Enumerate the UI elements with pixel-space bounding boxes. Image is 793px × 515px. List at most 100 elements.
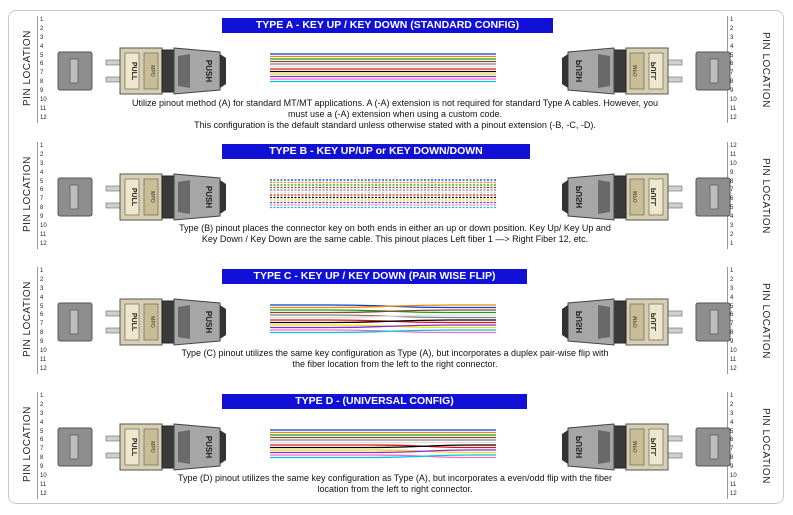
pin-number: 8 [730, 178, 734, 185]
pin-number: 1 [730, 17, 734, 23]
pin-number: 2 [730, 276, 734, 283]
label-strip [143, 178, 159, 216]
strain-relief [220, 305, 226, 339]
pull-tab [124, 303, 140, 341]
pull-label: PULL [130, 438, 137, 457]
description-line: Type (B) pinout places the connector key… [179, 223, 611, 233]
pin-number: 10 [40, 97, 47, 104]
description-line: This configuration is the default standa… [194, 120, 596, 130]
push-label: PUSH [204, 311, 213, 333]
pin-number: 6 [40, 437, 44, 444]
pin-number: 11 [40, 356, 47, 363]
pull-label: PULL [651, 188, 658, 207]
pull-tab [648, 428, 664, 466]
dust-cap-window [709, 184, 719, 210]
section-title-c: TYPE C - KEY UP / KEY DOWN (PAIR WISE FL… [222, 269, 527, 284]
pin-number: 1 [40, 393, 44, 399]
pin-number: 12 [40, 240, 47, 247]
pin-number: 1 [40, 17, 44, 23]
pin-number: 8 [40, 79, 44, 86]
dust-cap-window [69, 184, 79, 210]
boot-grip [161, 175, 175, 219]
boot-shade [178, 305, 190, 339]
boot-grip [161, 300, 175, 344]
label-strip [629, 303, 645, 341]
pull-label: PULL [651, 438, 658, 457]
pin-number: 4 [730, 294, 734, 301]
strain-relief [562, 430, 568, 464]
fiber-12 [270, 329, 496, 334]
fiber-6 [270, 314, 496, 319]
boot-shade [598, 305, 610, 339]
section-title-d: TYPE D - (UNIVERSAL CONFIG) [222, 394, 527, 409]
fiber-4 [270, 309, 496, 314]
pin-number: 4 [40, 43, 44, 50]
push-label: PUSH [204, 60, 213, 82]
pin-number: 11 [730, 356, 737, 363]
pin-number: 7 [730, 321, 734, 328]
pull-label: PULL [651, 62, 658, 81]
dust-cap-window [709, 58, 719, 84]
pin-number: 7 [730, 70, 734, 77]
mpo-label: MPO [633, 316, 639, 328]
pin-number: 6 [40, 312, 44, 319]
pin-number: 3 [40, 34, 44, 41]
pin-number: 9 [730, 464, 734, 471]
guide-pin [105, 185, 121, 192]
label-strip [143, 52, 159, 90]
pin-number: 10 [730, 473, 737, 480]
pin-number: 2 [40, 151, 44, 158]
pin-number: 8 [40, 205, 44, 212]
description-line: must use a (-A) extension when using a c… [287, 109, 503, 119]
boot-shade [178, 180, 190, 214]
guide-pin [667, 327, 683, 334]
pull-tab [648, 303, 664, 341]
pin-number: 1 [730, 240, 734, 247]
guide-pin [105, 327, 121, 334]
strain-relief [220, 180, 226, 214]
pin-number: 4 [40, 169, 44, 176]
guide-pin [105, 452, 121, 459]
pin-number: 3 [730, 223, 734, 230]
strain-relief [562, 180, 568, 214]
strain-relief [220, 430, 226, 464]
boot-shade [178, 54, 190, 88]
mpo-label: MPO [633, 65, 639, 77]
section-description-d: Type (D) pinout utilizes the same key co… [60, 473, 730, 495]
pin-number: 2 [730, 25, 734, 32]
pull-tab [124, 178, 140, 216]
pin-number: 6 [730, 61, 734, 68]
pin-number: 10 [730, 97, 737, 104]
description-line: Key Down / Key Down are the same cable. … [201, 234, 589, 244]
pin-number: 11 [40, 231, 47, 238]
pin-number: 1 [40, 143, 44, 149]
boot-grip [613, 175, 627, 219]
pin-number: 2 [730, 231, 734, 238]
pin-number: 7 [730, 187, 734, 194]
pin-number: 10 [40, 348, 47, 355]
boot-grip [613, 49, 627, 93]
mpo-label: MPO [149, 191, 155, 203]
mpo-label: MPO [149, 441, 155, 453]
label-strip [143, 428, 159, 466]
boot-shade [178, 430, 190, 464]
pin-number: 1 [40, 268, 44, 274]
pin-number: 5 [40, 428, 44, 435]
pin-number: 4 [730, 43, 734, 50]
guide-pin [105, 202, 121, 209]
pin-number: 11 [40, 481, 47, 488]
pin-number: 3 [730, 285, 734, 292]
label-strip [143, 303, 159, 341]
dust-cap-window [69, 309, 79, 335]
guide-pin [667, 310, 683, 317]
boot-grip [161, 49, 175, 93]
pin-number: 9 [40, 88, 44, 95]
pin-number: 5 [40, 52, 44, 59]
boot-grip [613, 425, 627, 469]
